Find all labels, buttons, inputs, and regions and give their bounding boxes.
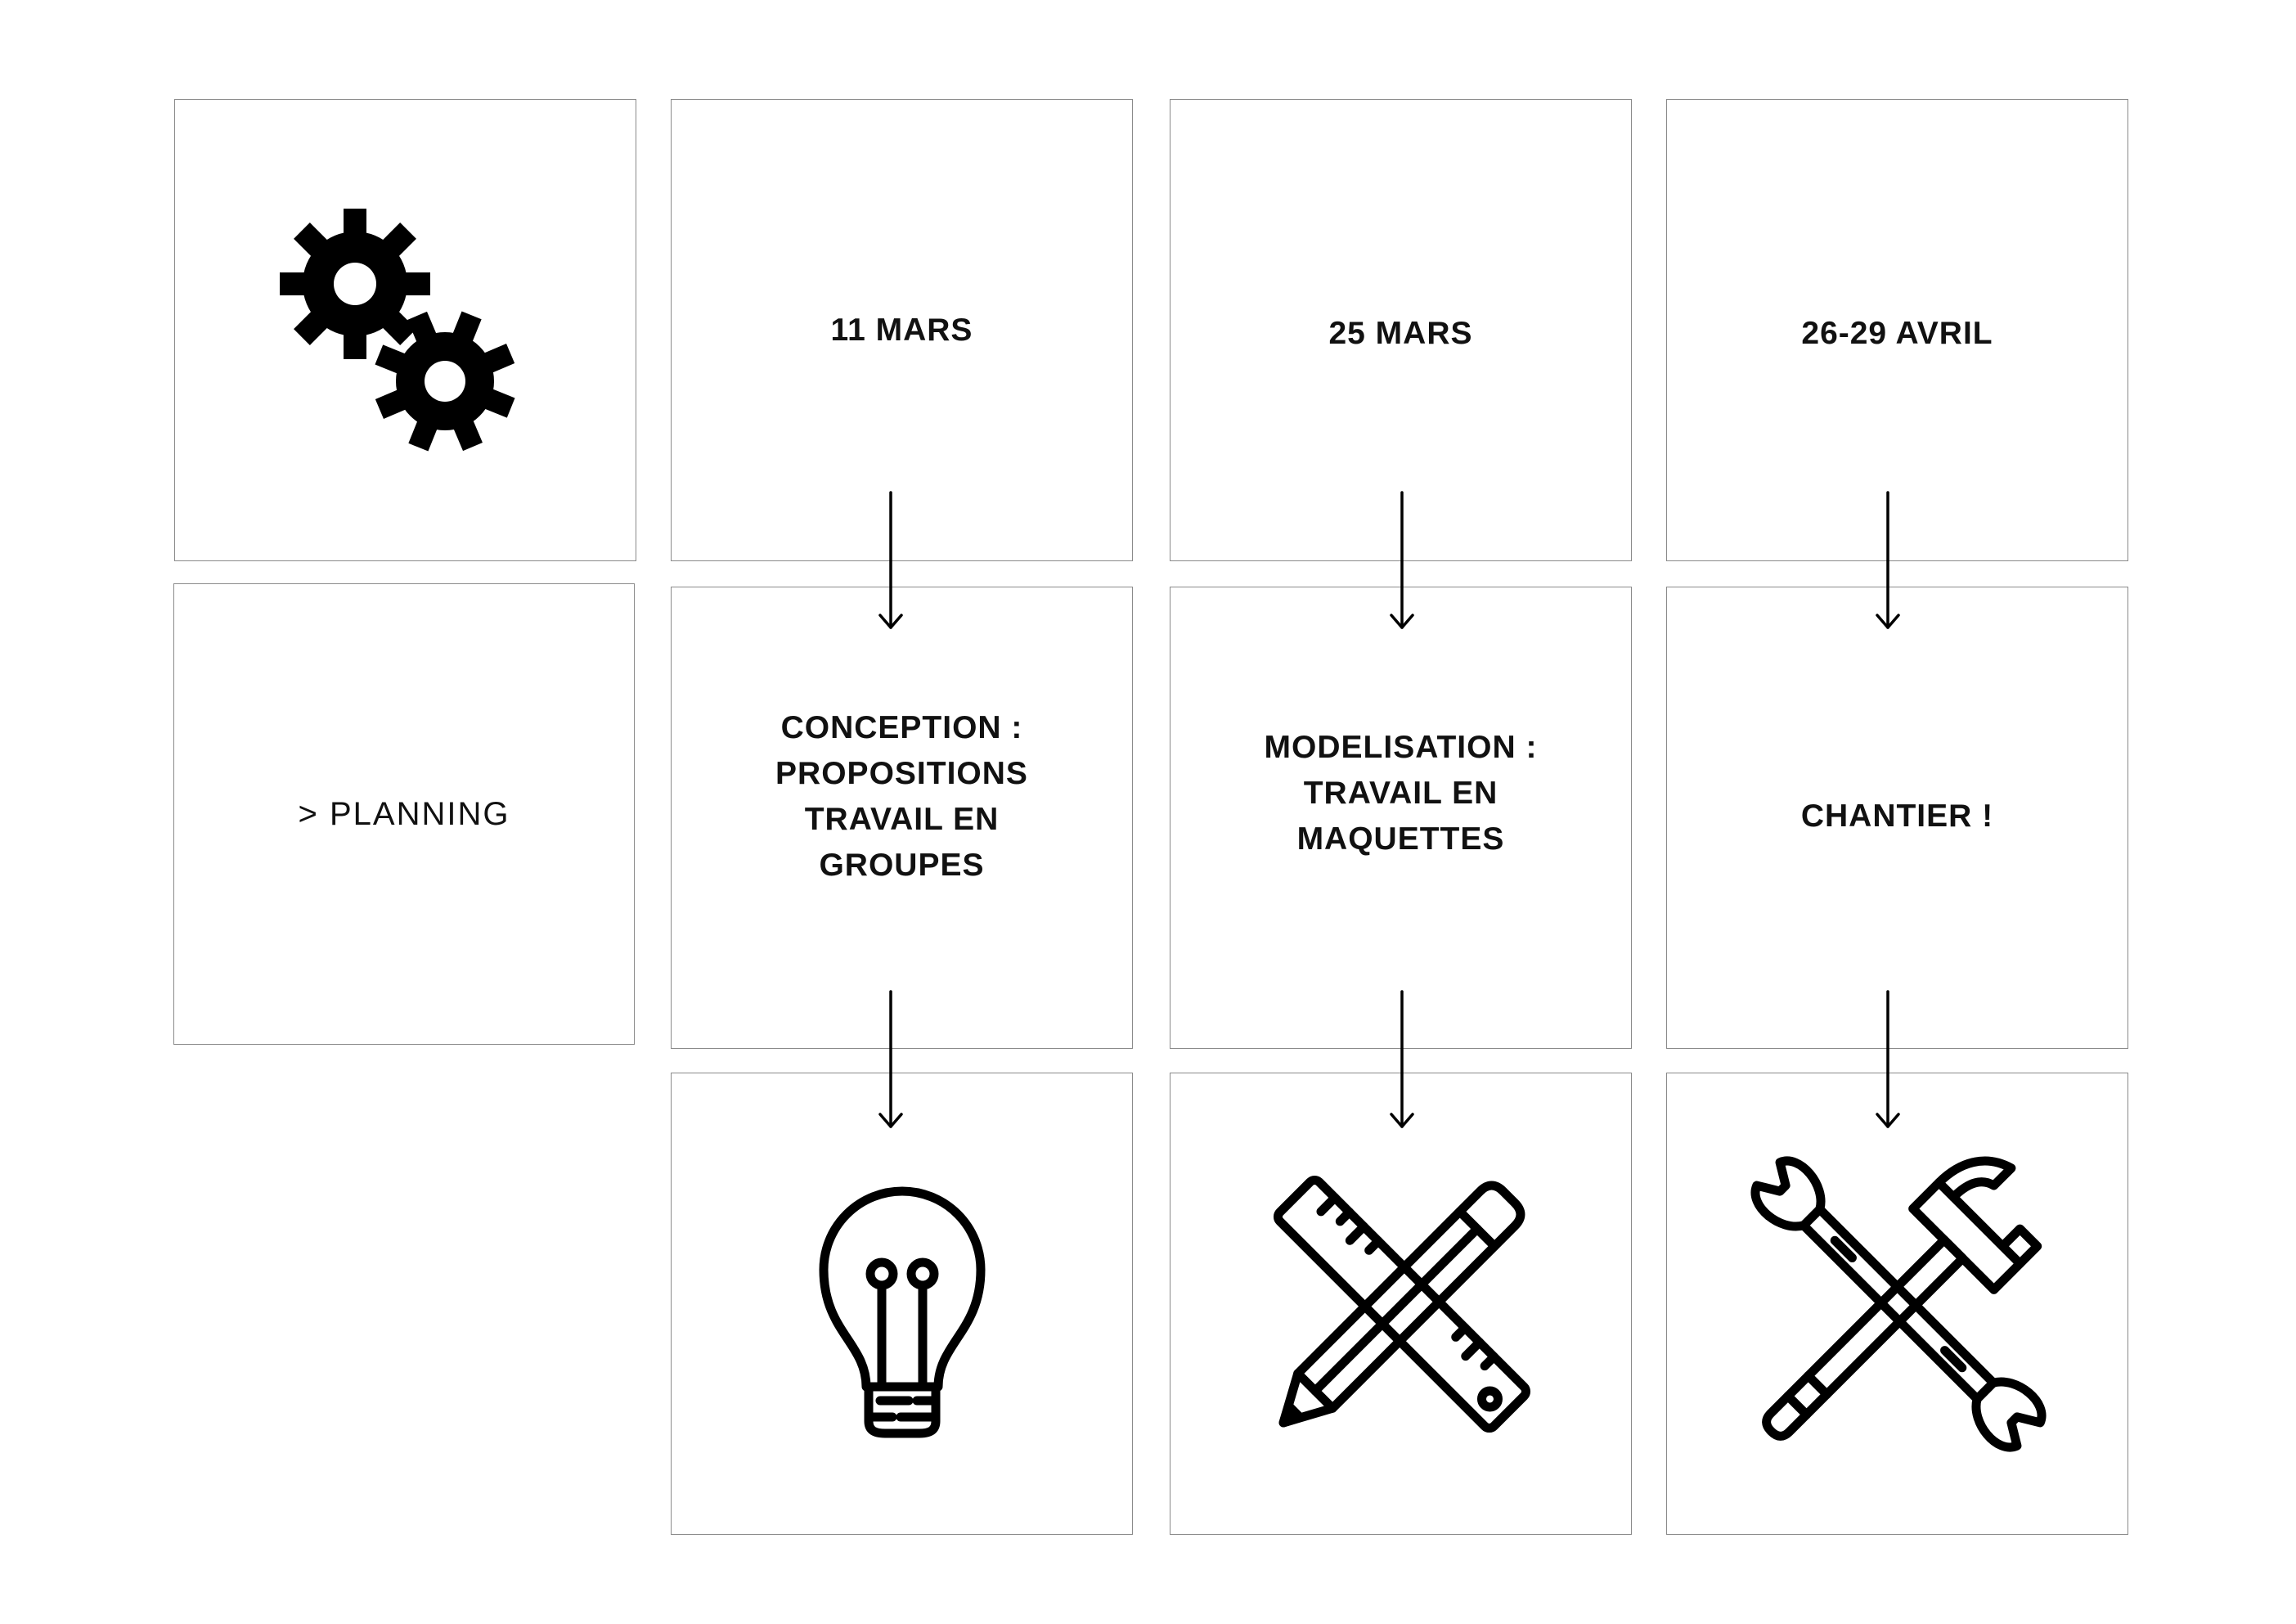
lightbulb-icon xyxy=(819,1186,986,1438)
description-label-3: CHANTIER ! xyxy=(1801,794,1993,839)
description-1-line-4: GROUPES xyxy=(819,847,985,883)
date-cell-3: 26-29 AVRIL xyxy=(1666,99,2128,561)
gears-cell xyxy=(174,99,636,561)
description-1-line-3: TRAVAIL EN xyxy=(804,801,1000,837)
description-2-line-1: MODELISATION : xyxy=(1264,729,1538,765)
date-label-2: 25 MARS xyxy=(1328,316,1473,351)
date-label-3: 26-29 AVRIL xyxy=(1801,316,1993,351)
description-1-line-1: CONCEPTION : xyxy=(780,709,1023,745)
ruler-pencil-icon xyxy=(1273,1175,1531,1433)
planning-label: > PLANNING xyxy=(298,796,510,832)
description-cell-1: CONCEPTION : PROPOSITIONS TRAVAIL EN GRO… xyxy=(671,587,1133,1049)
icon-cell-1 xyxy=(671,1073,1133,1535)
description-cell-2: MODELISATION : TRAVAIL EN MAQUETTES xyxy=(1170,587,1632,1049)
description-label-1: CONCEPTION : PROPOSITIONS TRAVAIL EN GRO… xyxy=(775,705,1028,888)
date-cell-2: 25 MARS xyxy=(1170,99,1632,561)
description-3-line-1: CHANTIER ! xyxy=(1800,798,1994,834)
planning-cell: > PLANNING xyxy=(173,583,635,1045)
wrench-hammer-icon xyxy=(1750,1156,2047,1452)
date-label-1: 11 MARS xyxy=(830,313,973,348)
description-1-line-2: PROPOSITIONS xyxy=(775,755,1028,791)
icon-cell-3 xyxy=(1666,1073,2128,1535)
description-cell-3: CHANTIER ! xyxy=(1666,587,2128,1049)
description-2-line-3: MAQUETTES xyxy=(1296,821,1505,857)
gears-icon xyxy=(280,209,515,452)
icon-cell-2 xyxy=(1170,1073,1632,1535)
description-2-line-2: TRAVAIL EN xyxy=(1303,775,1498,811)
date-cell-1: 11 MARS xyxy=(671,99,1133,561)
description-label-2: MODELISATION : TRAVAIL EN MAQUETTES xyxy=(1265,725,1538,862)
